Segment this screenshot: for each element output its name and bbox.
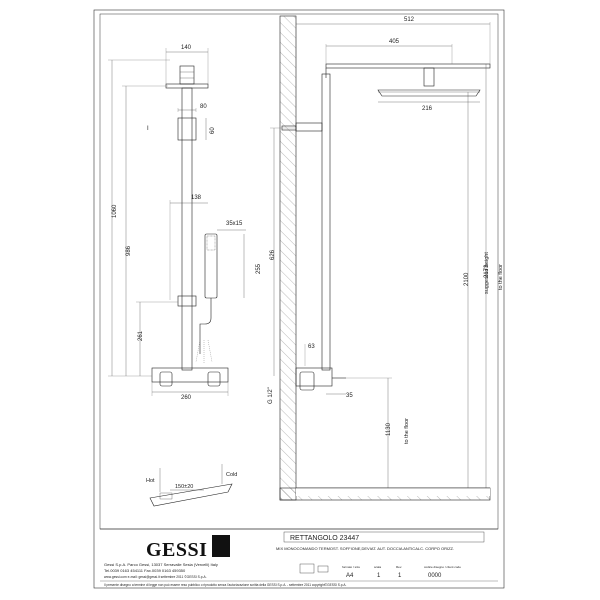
title-block: GESSI RETTANGOLO 23447 MIX MONOCOMANDO T… [100, 528, 498, 587]
product-name: RETTANGOLO 23447 [290, 535, 359, 542]
dim-arm-width: 80 [200, 104, 207, 110]
detail-valve-shape [149, 483, 233, 507]
valve-detail: Hot Cold 150±20 [146, 464, 237, 507]
rev-label: Rev. [396, 565, 402, 569]
label-to-the-floor-2: to the floor [498, 264, 504, 290]
gessi-logo: GESSI [146, 535, 230, 561]
dim-handle-length: 255 [256, 263, 262, 274]
valve-handle-left [159, 371, 173, 387]
scale-label: scala [374, 565, 381, 569]
dim-head-diameter: 216 [422, 106, 433, 112]
valve-handle-right [207, 371, 221, 387]
front-arm-block [177, 117, 197, 141]
svg-text:GESSI: GESSI [146, 539, 207, 561]
dim-projection-total: 512 [404, 17, 415, 23]
side-wall-bracket [295, 122, 323, 132]
legal-disclaimer: Il presente disegno a termine di legge n… [104, 583, 347, 587]
side-column [321, 73, 331, 371]
dim-slider-offset: 138 [191, 195, 202, 201]
code-label: codice disegno / client code [424, 565, 461, 569]
dim-total-height: 1060 [112, 204, 118, 218]
title-fields: formato / size A4 scala 1 Rev. 1 codice … [299, 563, 461, 579]
label-suggested-height: suggested height [484, 252, 490, 294]
scale-value: 1 [377, 573, 381, 579]
valve-body [151, 367, 229, 383]
product-description: MIX MONOCOMANDO TERMOST. SOFFIONE,DEVIAT… [276, 546, 454, 551]
drawing-frame [99, 13, 499, 530]
company-contacts: Tel.0039 0163 454111 Fax.0039 0163 45935… [104, 568, 186, 573]
dim-head-width: 140 [181, 45, 192, 51]
format-value: A4 [346, 573, 354, 579]
front-head-connector [179, 65, 195, 85]
front-view: 140 80 60 I 138 35x15 255 [108, 45, 262, 401]
dim-outlet-size: 63 [308, 344, 315, 350]
label-hot: Hot [146, 478, 155, 484]
product-name-box [283, 531, 485, 543]
format-label: formato / size [342, 565, 360, 569]
dim-wall-offset: 35 [346, 393, 353, 399]
code-value: 0000 [428, 573, 442, 579]
floor-surface [296, 488, 490, 496]
rev-value: 1 [398, 573, 402, 579]
cut-mark: I [147, 126, 149, 132]
sheet-border [93, 9, 505, 589]
side-view: 512 405 216 626 63 G 1/2" 35 1130 to the… [268, 15, 504, 501]
dim-column-height: 986 [126, 245, 132, 256]
dim-bar-height: 626 [270, 249, 276, 260]
slider-clamp [177, 295, 197, 307]
label-cold: Cold [226, 472, 237, 478]
dim-projection-arm: 405 [389, 39, 400, 45]
dim-connection: G 1/2" [268, 387, 274, 404]
company-web: www.gessi.com e-mail: gessi@gessi.it set… [104, 575, 207, 579]
dim-suggested-height: 2100 [464, 272, 470, 286]
front-column [181, 87, 193, 371]
company-address: Gessi S.p.A. Parco Gessi, 13037 Serraval… [104, 562, 218, 567]
dim-valve-height: 261 [138, 330, 144, 341]
dim-detail-center: 150±20 [175, 484, 193, 490]
dim-valve-width: 260 [181, 395, 192, 401]
front-shower-head [165, 83, 209, 89]
dim-arm-height: 60 [210, 127, 216, 134]
water-spray [195, 339, 213, 364]
dim-floor-height: 2173 [484, 264, 490, 278]
dim-handle-size: 35x15 [226, 221, 243, 227]
side-shower-head [377, 89, 481, 97]
wall-section [279, 15, 297, 501]
dim-valve-height-floor: 1130 [386, 422, 392, 436]
hand-shower-face [206, 235, 216, 251]
label-to-the-floor-1: to the floor [404, 418, 410, 444]
side-head-connector [423, 67, 435, 87]
side-shower-arm [325, 63, 491, 69]
